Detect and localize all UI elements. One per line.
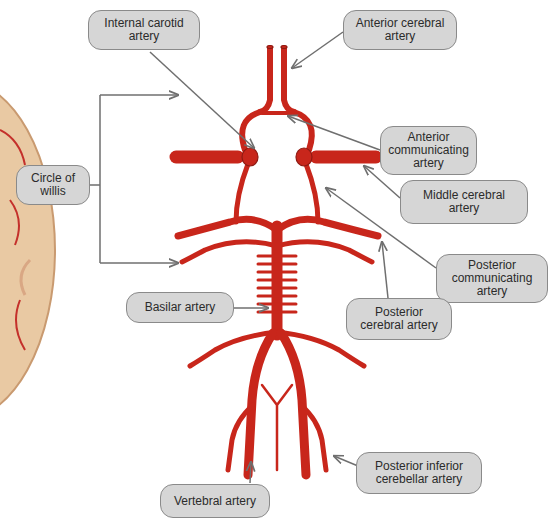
pontine-branch <box>258 303 296 306</box>
callout-label: Vertebral artery <box>174 495 256 508</box>
pontine-branch <box>258 287 296 290</box>
callout-box: Internal carotid artery <box>88 10 200 50</box>
pontine-branch <box>258 295 296 298</box>
callout-label: Internal carotid artery <box>96 17 192 43</box>
pontine-branch <box>258 263 296 266</box>
pontine-branch <box>258 255 296 258</box>
callout-label: Anterior cerebral artery <box>351 17 449 43</box>
callout-label: Posterior cerebral artery <box>354 306 444 332</box>
callout-box: Anterior communicating artery <box>380 126 477 175</box>
callout-label: Basilar artery <box>145 301 216 314</box>
callout-label: Circle of willis <box>24 172 82 198</box>
brain-fragment <box>0 80 55 420</box>
pontine-branches <box>258 256 296 312</box>
callout-box: Circle of willis <box>16 165 90 205</box>
vessel-ends <box>242 46 312 167</box>
callout-box: Basilar artery <box>126 292 234 323</box>
callout-box: Posterior inferior cerebellar artery <box>356 452 482 494</box>
pontine-branch <box>258 271 296 274</box>
callout-label: Middle cerebral artery <box>408 189 520 215</box>
arteries <box>176 48 378 475</box>
callout-box: Vertebral artery <box>160 484 270 518</box>
callout-box: Anterior cerebral artery <box>343 10 457 50</box>
leader-lines <box>90 32 436 483</box>
callout-label: Posterior communicating artery <box>444 259 540 298</box>
pontine-branch <box>258 279 296 282</box>
callout-box: Middle cerebral artery <box>400 180 528 224</box>
callout-label: Posterior inferior cerebellar artery <box>364 460 474 486</box>
callout-box: Posterior communicating artery <box>436 254 548 303</box>
pontine-branch <box>258 311 296 314</box>
callout-box: Posterior cerebral artery <box>346 298 452 340</box>
callout-label: Anterior communicating artery <box>388 131 469 170</box>
